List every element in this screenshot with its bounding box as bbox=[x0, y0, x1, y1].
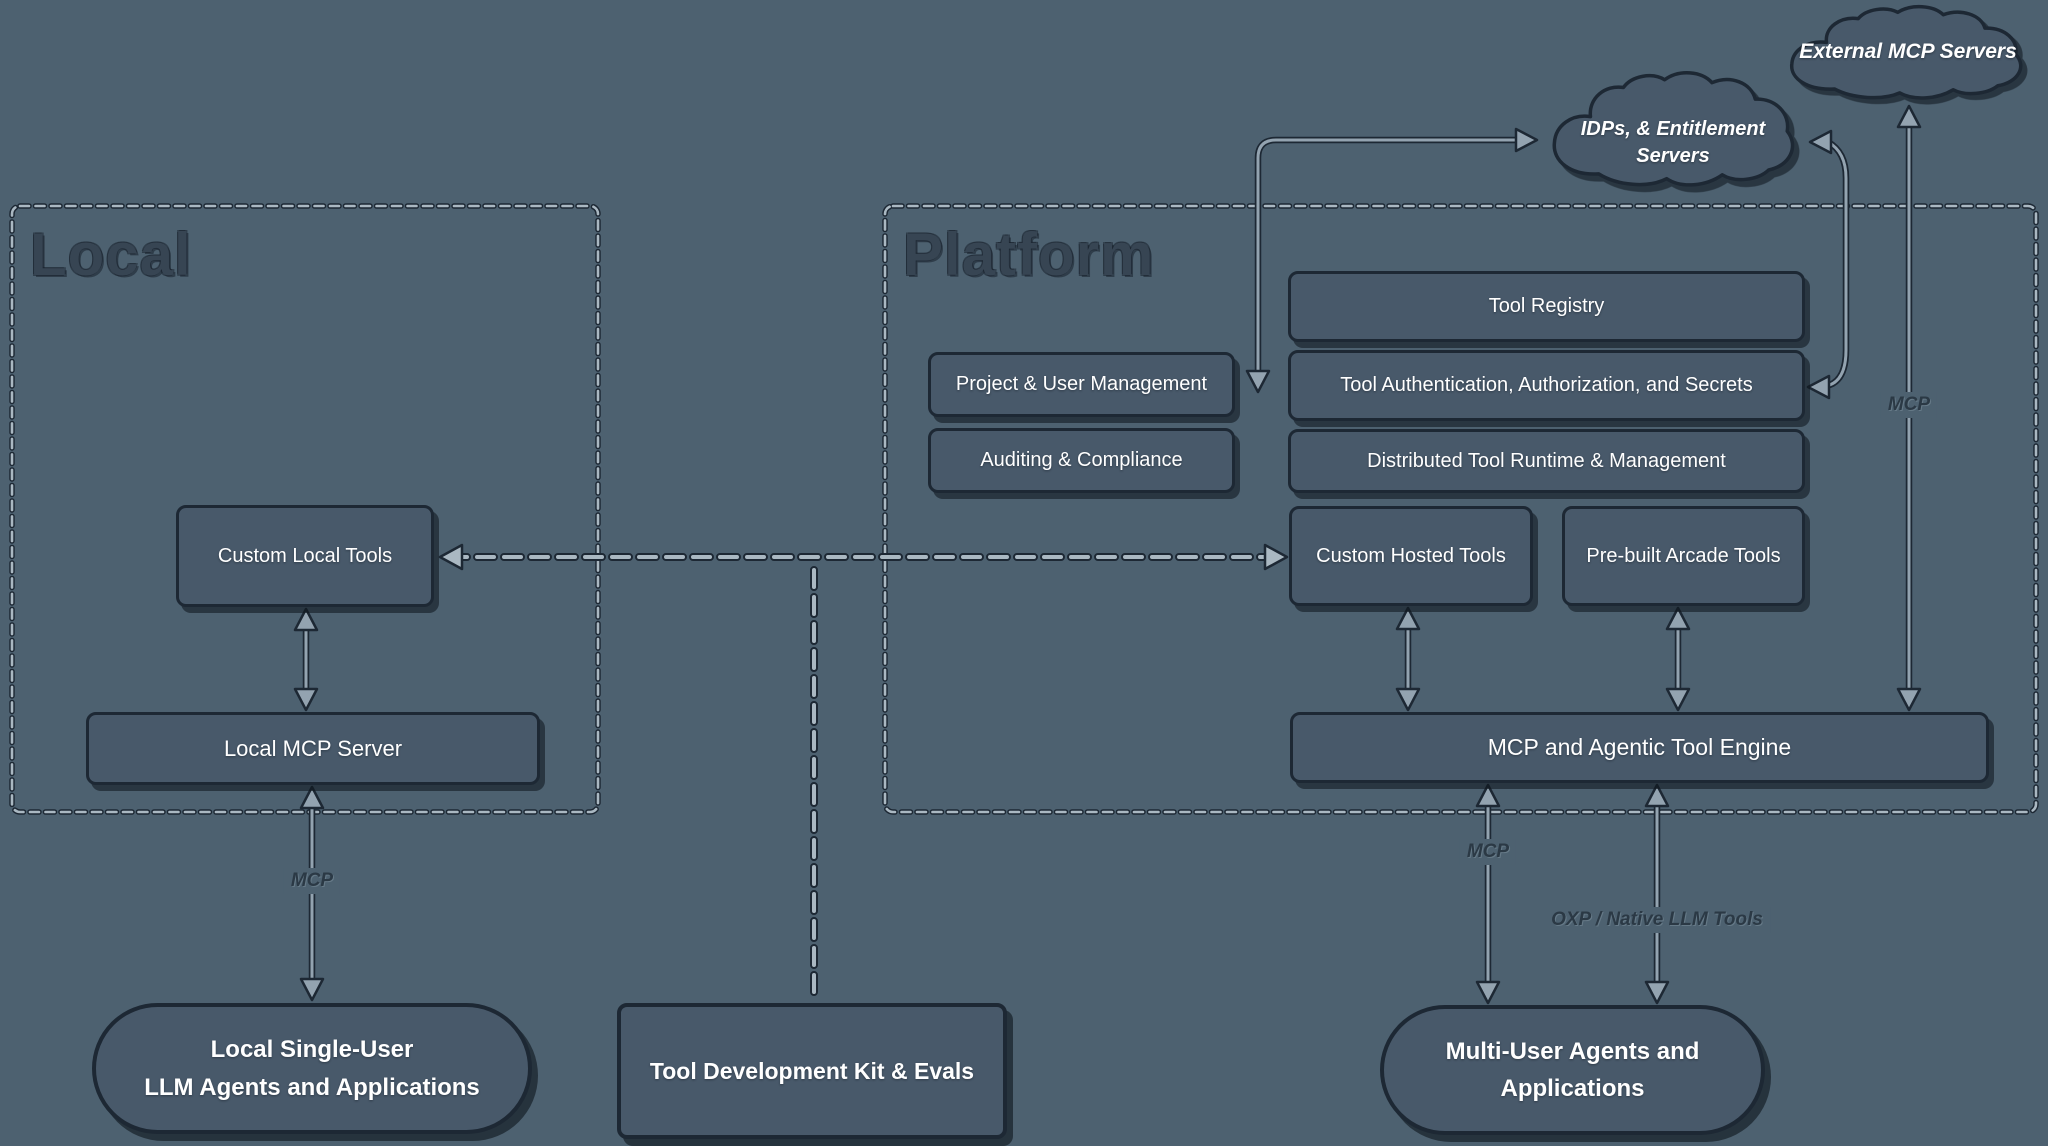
tool-registry-node: Tool Registry bbox=[1288, 271, 1805, 342]
tool-engine-node: MCP and Agentic Tool Engine bbox=[1290, 712, 1989, 783]
project-user-management-label: Project & User Management bbox=[955, 373, 1208, 395]
external-mcp-cloud-label: External MCP Servers bbox=[1799, 40, 2017, 63]
tool-engine-label: MCP and Agentic Tool Engine bbox=[1487, 734, 1792, 761]
arrow-engine-multiuser-oxp bbox=[1644, 783, 1670, 1005]
tool-registry-label: Tool Registry bbox=[1488, 295, 1605, 317]
project-user-management-node: Project & User Management bbox=[928, 352, 1235, 417]
auditing-compliance-label: Auditing & Compliance bbox=[980, 449, 1183, 471]
distributed-runtime-label: Distributed Tool Runtime & Management bbox=[1367, 449, 1726, 472]
custom-hosted-tools-label: Custom Hosted Tools bbox=[1316, 544, 1506, 567]
tool-development-kit-label: Tool Development Kit & Evals bbox=[649, 1057, 975, 1084]
local-agents-node: Local Single-User LLM Agents and Applica… bbox=[92, 1003, 532, 1134]
external-mcp-edge-label: MCP bbox=[1880, 392, 1938, 418]
dashed-arrowhead-right bbox=[1263, 543, 1289, 571]
external-mcp-cloud bbox=[1792, 7, 2021, 98]
custom-local-tools-label: Custom Local Tools bbox=[217, 544, 393, 567]
platform-mcp-edge-label: MCP bbox=[1459, 839, 1517, 865]
arrow-engine-multiuser-mcp bbox=[1475, 783, 1501, 1005]
oxp-edge-label: OXP / Native LLM Tools bbox=[1544, 907, 1770, 933]
idps-cloud bbox=[1554, 73, 1792, 185]
arrow-auth-idps-elbow bbox=[1245, 127, 1539, 394]
dashed-arrowhead-left bbox=[438, 543, 464, 571]
arrow-idps-auth-curve bbox=[1806, 129, 1850, 400]
multi-user-agents-line1: Multi-User Agents and bbox=[1445, 1037, 1700, 1065]
local-mcp-edge-label: MCP bbox=[283, 868, 341, 894]
local-mcp-server-node: Local MCP Server bbox=[86, 712, 540, 785]
local-region-outline bbox=[9, 203, 601, 815]
local-agents-line1: Local Single-User bbox=[210, 1036, 414, 1064]
tool-development-kit-node: Tool Development Kit & Evals bbox=[617, 1003, 1007, 1139]
local-region-title: Local bbox=[30, 221, 192, 288]
idps-cloud-line1: IDPs, & Entitlement bbox=[1580, 118, 1766, 140]
custom-local-tools-node: Custom Local Tools bbox=[176, 505, 434, 607]
arrow-customlocal-localmcp bbox=[293, 607, 319, 712]
custom-hosted-tools-node: Custom Hosted Tools bbox=[1289, 506, 1533, 606]
platform-region-outline bbox=[882, 203, 2039, 815]
arrow-localmcp-agents bbox=[299, 785, 325, 1002]
tool-auth-node: Tool Authentication, Authorization, and … bbox=[1288, 350, 1805, 421]
idps-cloud-label: IDPs, & Entitlement Servers bbox=[1548, 116, 1798, 170]
arrow-prebuilt-engine bbox=[1665, 606, 1691, 712]
tool-auth-label: Tool Authentication, Authorization, and … bbox=[1340, 374, 1753, 396]
arrow-hosted-engine bbox=[1395, 606, 1421, 712]
prebuilt-arcade-tools-node: Pre-built Arcade Tools bbox=[1562, 506, 1805, 606]
platform-region-title: Platform bbox=[903, 221, 1155, 288]
auditing-compliance-node: Auditing & Compliance bbox=[928, 428, 1235, 493]
multi-user-agents-node: Multi-User Agents and Applications bbox=[1380, 1005, 1765, 1135]
local-agents-line2: LLM Agents and Applications bbox=[144, 1073, 480, 1101]
idps-cloud-line2: Servers bbox=[1636, 145, 1710, 167]
dashed-link-custom-tools bbox=[438, 543, 1289, 1005]
multi-user-agents-line2: Applications bbox=[1500, 1075, 1645, 1102]
distributed-runtime-node: Distributed Tool Runtime & Management bbox=[1288, 429, 1805, 493]
local-mcp-server-label: Local MCP Server bbox=[223, 735, 403, 761]
prebuilt-arcade-tools-label: Pre-built Arcade Tools bbox=[1586, 544, 1781, 567]
